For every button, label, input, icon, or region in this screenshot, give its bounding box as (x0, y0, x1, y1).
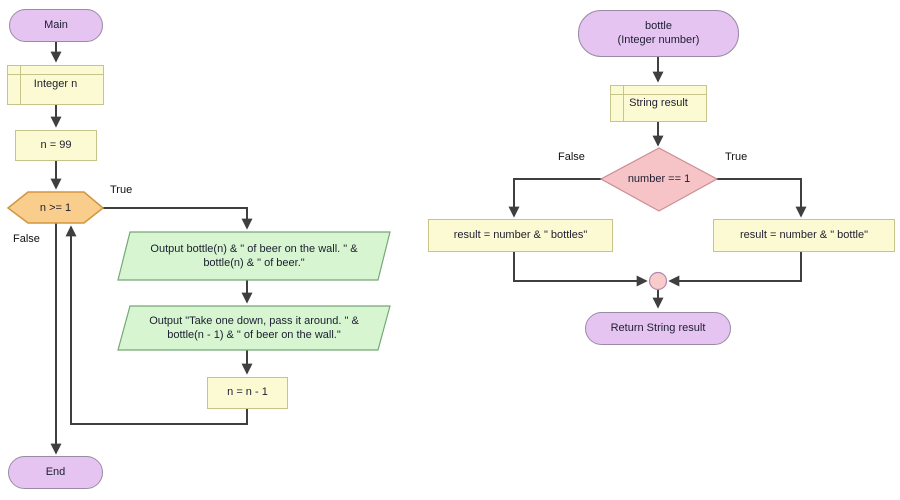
declare-inner-hline (8, 74, 103, 75)
loop-condition-hexagon[interactable] (6, 191, 105, 224)
main-decrement-label: n = n - 1 (227, 386, 268, 399)
bottle-declare-label: String result (629, 96, 688, 109)
main-false-branch-label: False (13, 233, 40, 245)
main-start-terminal[interactable]: Main (9, 9, 103, 42)
connector-bottle-true-branch (716, 178, 807, 218)
merge-circle[interactable] (648, 271, 668, 291)
connector-bottle-false-merge (513, 252, 648, 287)
output-parallelogram-1[interactable] (117, 231, 391, 281)
decision-diamond[interactable] (599, 147, 719, 212)
output-parallelogram-2[interactable] (117, 305, 391, 351)
bottle-true-assign-box[interactable]: result = number & " bottle" (713, 219, 895, 252)
main-init-label: n = 99 (40, 138, 72, 151)
bottle-start-line1: bottle (645, 19, 672, 32)
declare-inner-hline (611, 94, 706, 95)
main-end-label: End (45, 465, 66, 478)
bottle-start-terminal[interactable]: bottle (Integer number) (578, 10, 739, 57)
main-decrement-assign-box[interactable]: n = n - 1 (207, 377, 288, 409)
bottle-declare-box[interactable]: String result (610, 85, 707, 122)
bottle-start-line2: (Integer number) (617, 33, 700, 46)
bottle-true-assign-label: result = number & " bottle" (740, 228, 868, 241)
connector-main-loop-true (103, 207, 253, 230)
bottle-false-assign-label: result = number & " bottles" (453, 228, 588, 241)
bottle-false-assign-box[interactable]: result = number & " bottles" (428, 219, 613, 252)
main-end-terminal[interactable]: End (8, 456, 103, 489)
connector-bottle-true-merge (668, 252, 802, 287)
bottle-return-label: Return String result (610, 321, 706, 334)
main-declare-label: Integer n (33, 78, 78, 91)
bottle-false-branch-label: False (558, 151, 585, 163)
connector-bottle-false-branch (508, 178, 602, 218)
main-true-branch-label: True (110, 184, 133, 196)
main-declare-box[interactable]: Integer n (7, 65, 104, 105)
main-start-label: Main (44, 18, 68, 31)
connector-main-loop-back (65, 225, 248, 425)
declare-inner-vline (623, 86, 624, 121)
main-init-assign-box[interactable]: n = 99 (15, 130, 97, 161)
bottle-true-branch-label: True (725, 151, 748, 163)
declare-inner-vline (20, 66, 21, 104)
bottle-return-terminal[interactable]: Return String result (585, 312, 731, 345)
